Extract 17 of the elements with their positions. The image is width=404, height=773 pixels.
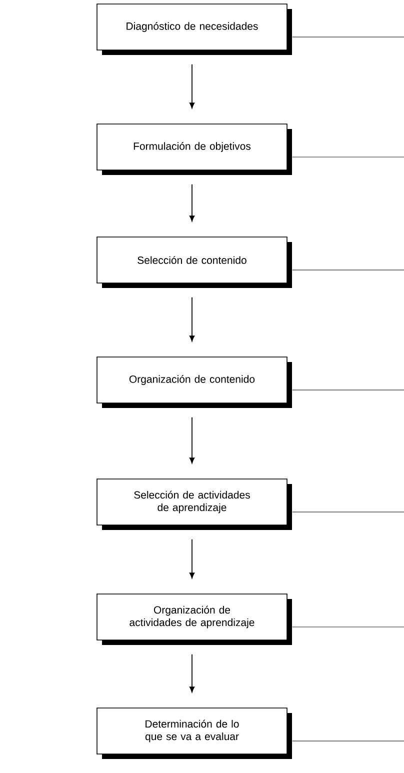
- arrow: [189, 538, 195, 578]
- arrow: [189, 654, 195, 692]
- process-box: Selección de contenido: [96, 236, 292, 288]
- process-box: Organización de contenido: [96, 356, 292, 408]
- arrow: [189, 184, 195, 222]
- process-box: Organización de actividades de aprendizaje: [96, 594, 292, 645]
- line: [292, 36, 404, 38]
- process-box: Formulación de objetivos: [96, 124, 292, 175]
- line: [292, 740, 404, 742]
- arrow: [189, 416, 195, 464]
- line: [292, 156, 404, 158]
- arrow: [189, 64, 195, 108]
- process-box: Diagnóstico de necesidades: [96, 4, 292, 55]
- line: [292, 626, 404, 628]
- process-box: Selección de actividades de aprendizaje: [96, 478, 292, 530]
- arrow: [189, 296, 195, 342]
- process-box: Determinación de lo que se va a evaluar: [96, 708, 292, 759]
